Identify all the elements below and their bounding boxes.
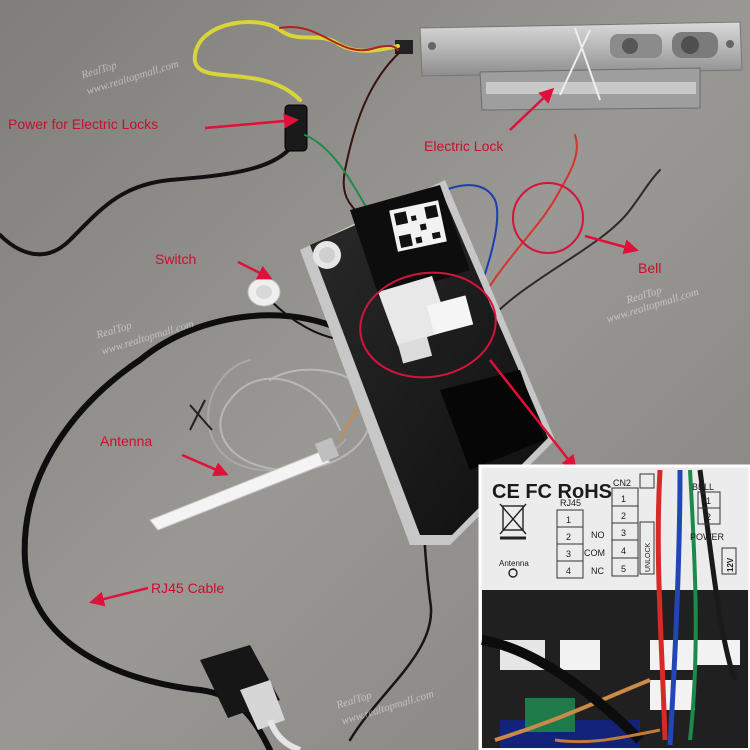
annotation-arrows (89, 87, 639, 607)
terminal-com: COM (584, 548, 605, 558)
weee-bin-icon (499, 503, 527, 540)
closeup-inset (478, 464, 750, 750)
label-power: Power for Electric Locks (8, 116, 159, 132)
voltage-text: 12V (726, 557, 735, 572)
bell-pin-1: 1 (706, 496, 711, 506)
label-rj45-cable: RJ45 Cable (151, 580, 225, 596)
power-header: POWER (690, 532, 725, 542)
terminal-no: NO (591, 530, 605, 540)
unlock-text: UNLOCK (645, 542, 652, 572)
rj45-coupler (200, 645, 302, 750)
switch-button (247, 277, 281, 307)
electric-lock (395, 21, 743, 111)
highlight-ellipse-board (359, 271, 497, 379)
rj45-pin-3: 3 (566, 549, 571, 559)
label-antenna: Antenna (100, 433, 153, 449)
cn2-pin-1: 1 (621, 494, 626, 504)
cn2-pin-5: 5 (621, 564, 626, 574)
bell-header: BELL (692, 482, 714, 492)
rj45-pin-1: 1 (566, 515, 571, 525)
cn2-pin-4: 4 (621, 546, 626, 556)
antenna-port-icon (508, 568, 518, 578)
antenna (149, 399, 340, 531)
label-bell: Bell (638, 260, 662, 276)
cn2-pin-2: 2 (621, 511, 626, 521)
label-electric-lock: Electric Lock (424, 138, 504, 154)
controller-unit (300, 180, 555, 545)
highlight-circle-bell (512, 182, 584, 254)
rj45-pin-2: 2 (566, 532, 571, 542)
label-switch: Switch (155, 251, 197, 267)
board-code: V03 (505, 658, 521, 668)
certifications-text: CE FC RoHS (492, 481, 612, 503)
cn2-header: CN2 (613, 478, 631, 488)
inset-text: CE FC RoHS RJ45 1 2 3 4 CN2 1 2 3 4 5 NO… (492, 478, 735, 668)
rj45-header: RJ45 (560, 498, 581, 508)
bell-pin-2: 2 (706, 512, 711, 522)
terminal-nc: NC (591, 566, 604, 576)
cn2-pin-3: 3 (621, 528, 626, 538)
rj45-pin-4: 4 (566, 566, 571, 576)
inset-antenna-text: Antenna (499, 559, 529, 568)
